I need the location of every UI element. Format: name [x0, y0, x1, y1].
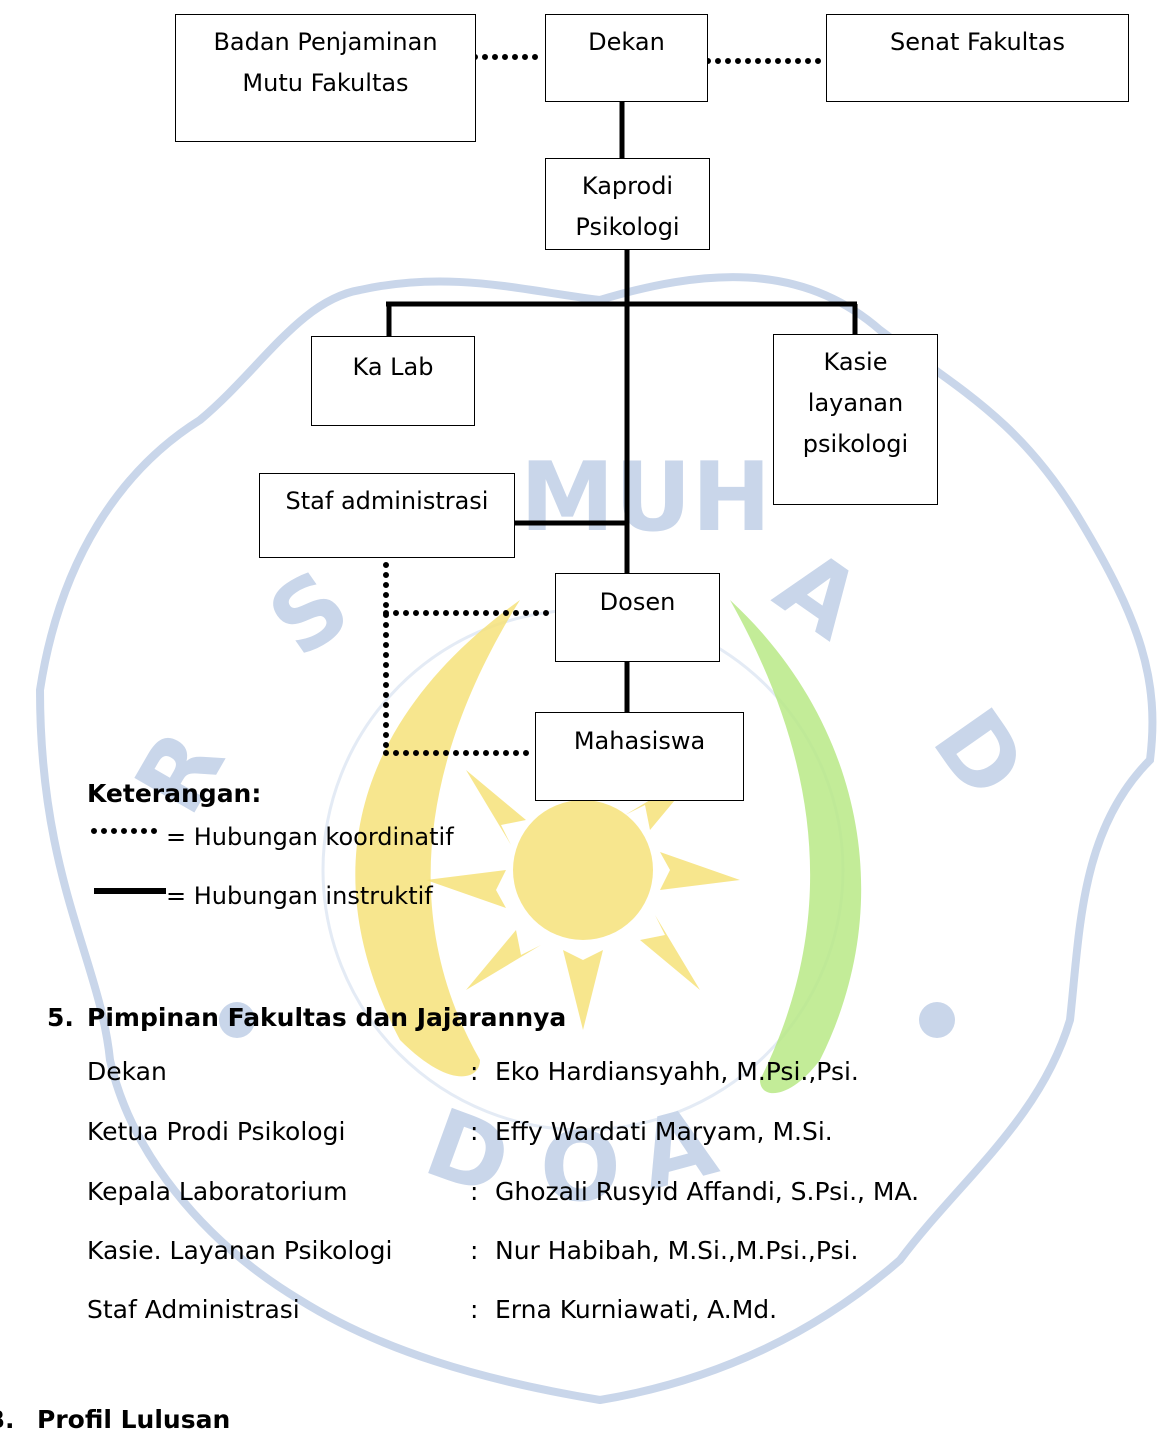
- section-5-title: Pimpinan Fakultas dan Jajarannya: [87, 1003, 567, 1032]
- leader-role: Kepala Laboratorium: [87, 1177, 348, 1206]
- leader-separator: :: [470, 1117, 479, 1146]
- box-staf-label: Staf administrasi: [285, 487, 489, 515]
- box-kaprodi-line-2: Psikologi: [575, 213, 680, 241]
- box-dekan-label: Dekan: [588, 28, 665, 56]
- leader-name: Effy Wardati Maryam, M.Si.: [495, 1117, 833, 1146]
- leader-separator: :: [470, 1236, 479, 1265]
- box-dosen: Dosen: [555, 573, 720, 662]
- box-badan-line-2: Mutu Fakultas: [242, 69, 409, 97]
- box-staf-administrasi: Staf administrasi: [259, 473, 515, 558]
- leader-separator: :: [470, 1057, 479, 1086]
- leader-name: Ghozali Rusyid Affandi, S.Psi., MA.: [495, 1177, 920, 1206]
- legend-title: Keterangan:: [87, 779, 262, 808]
- section-5-number: 5.: [47, 1003, 74, 1032]
- section-b-title: Profil Lulusan: [37, 1405, 231, 1434]
- leader-name: Eko Hardiansyahh, M.Psi.,Psi.: [495, 1057, 859, 1086]
- box-kasie-line-2: layanan: [807, 389, 904, 417]
- leader-role: Dekan: [87, 1057, 167, 1086]
- leader-role: Kasie. Layanan Psikologi: [87, 1236, 393, 1265]
- svg-text:O: O: [540, 1113, 621, 1223]
- legend-dotted-label: = Hubungan koordinatif: [166, 823, 454, 851]
- box-ka-lab-label: Ka Lab: [352, 353, 434, 381]
- box-ka-lab: Ka Lab: [311, 336, 475, 426]
- box-kaprodi-line-1: Kaprodi: [581, 172, 674, 200]
- box-senat-label: Senat Fakultas: [890, 28, 1065, 56]
- box-kaprodi-psikologi: Kaprodi Psikologi: [545, 158, 710, 250]
- svg-text:MUH: MUH: [520, 443, 771, 553]
- box-senat-fakultas: Senat Fakultas: [826, 14, 1129, 102]
- leader-separator: :: [470, 1295, 479, 1324]
- leader-separator: :: [470, 1177, 479, 1206]
- box-badan-penjaminan-mutu: Badan Penjaminan Mutu Fakultas: [175, 14, 476, 142]
- box-badan-line-1: Badan Penjaminan: [213, 28, 438, 56]
- box-mahasiswa: Mahasiswa: [535, 712, 744, 801]
- leader-role: Staf Administrasi: [87, 1295, 300, 1324]
- box-dekan: Dekan: [545, 14, 708, 102]
- box-mahasiswa-label: Mahasiswa: [573, 727, 706, 755]
- box-kasie-line-3: psikologi: [802, 430, 909, 458]
- leader-name: Erna Kurniawati, A.Md.: [495, 1295, 778, 1324]
- section-b-number: B.: [0, 1405, 15, 1434]
- box-kasie-line-1: Kasie: [823, 348, 888, 376]
- box-kasie-layanan-psikologi: Kasie layanan psikologi: [773, 334, 938, 505]
- box-dosen-label: Dosen: [599, 588, 676, 616]
- legend-solid-label: = Hubungan instruktif: [166, 882, 433, 910]
- leader-role: Ketua Prodi Psikologi: [87, 1117, 346, 1146]
- leader-name: Nur Habibah, M.Si.,M.Psi.,Psi.: [495, 1236, 859, 1265]
